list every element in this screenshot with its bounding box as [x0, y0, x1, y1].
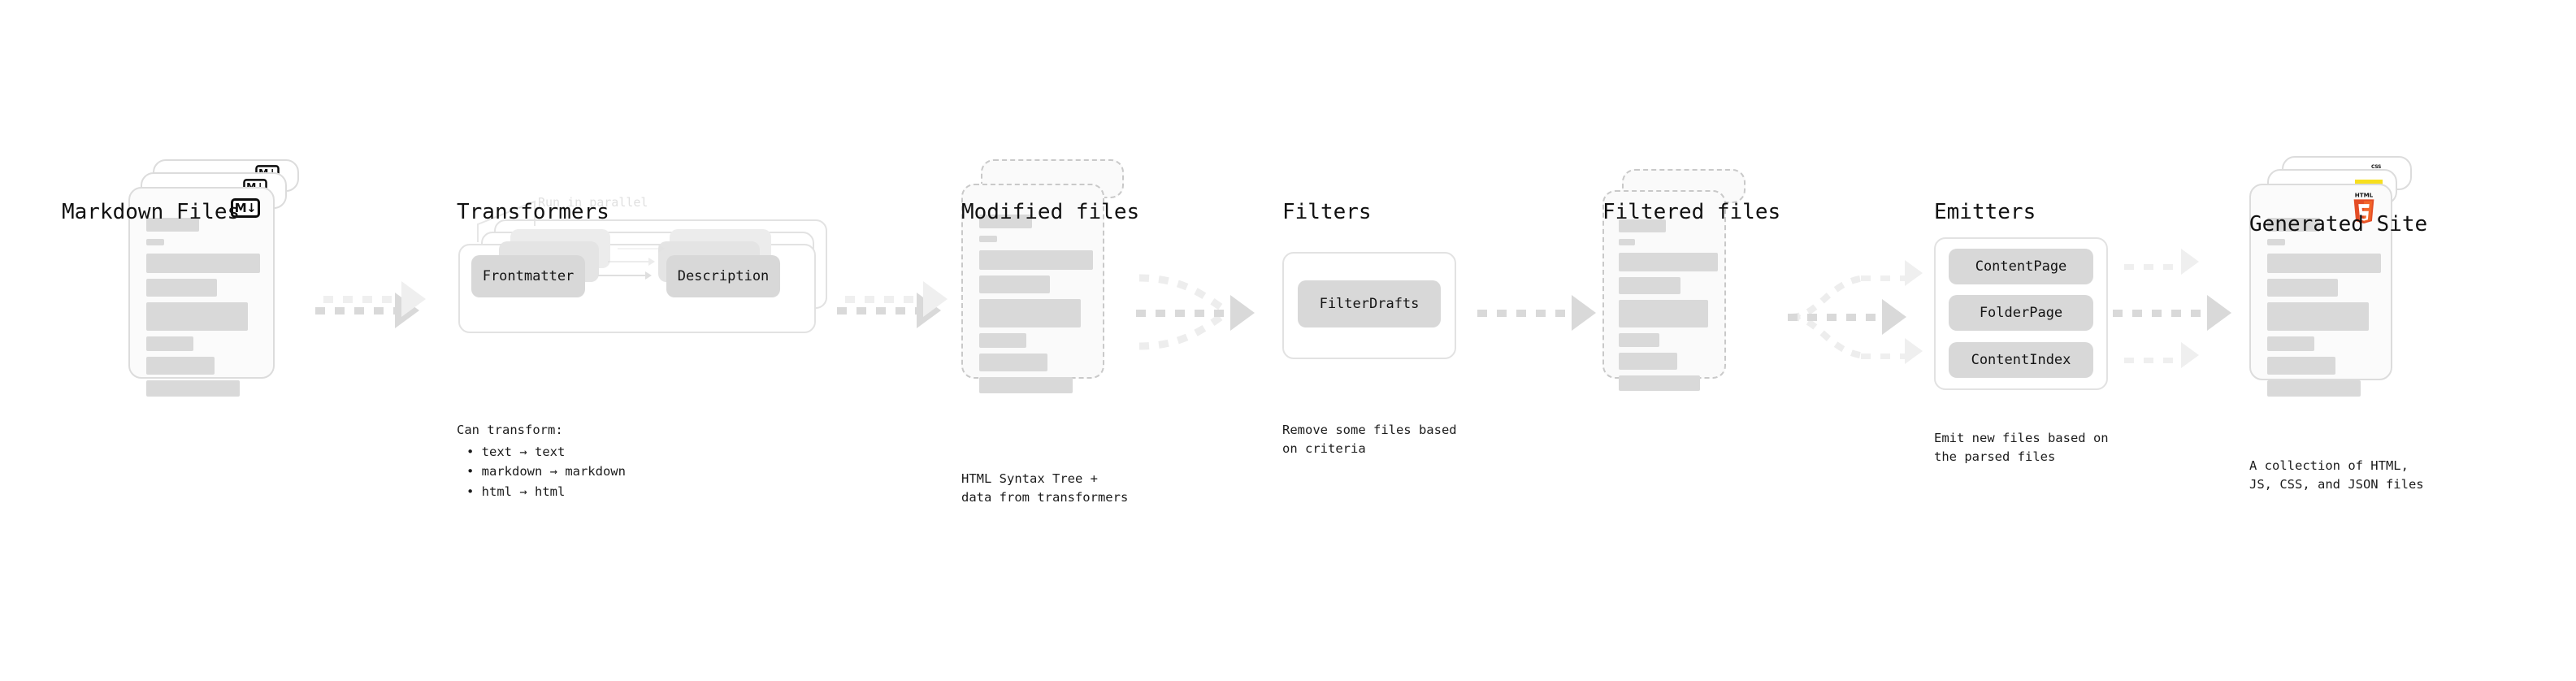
transformers-bullet-2: • html → html: [466, 484, 566, 499]
markdown-sheet-lines: [130, 189, 273, 397]
stage-label-filtered-files: Filtered files: [1602, 200, 1781, 224]
stage-label-transformers: Transformers: [457, 200, 609, 224]
markdown-badge-front: M↓: [231, 198, 260, 218]
stage-label-generated-site: Generated Site: [2249, 212, 2428, 236]
emitters-caption: Emit new files based on the parsed files: [1934, 431, 2109, 465]
markdown-files-stack: M↓ M↓ M↓: [128, 159, 299, 397]
arrow-modified-to-filters-converge: [1138, 274, 1229, 350]
transformer-pill-description[interactable]: Description: [666, 255, 780, 297]
run-in-parallel-bracket: [477, 200, 536, 242]
filtered-sheet-lines: [1604, 192, 1724, 391]
stage-label-emitters: Emitters: [1934, 200, 2036, 224]
emitter-pill-contentindex[interactable]: ContentIndex: [1949, 342, 2093, 378]
stage-label-modified-files: Modified files: [961, 200, 1140, 224]
filters-caption: Remove some files based on criteria: [1282, 423, 1457, 457]
generated-site-caption: A collection of HTML, JS, CSS, and JSON …: [2249, 458, 2424, 492]
generated-sheet-lines: [2251, 185, 2391, 397]
stage-label-filters: Filters: [1282, 200, 1372, 224]
modified-sheet-front: [961, 184, 1104, 393]
emitter-pill-folderpage[interactable]: FolderPage: [1949, 295, 2093, 331]
filter-pill-filterdrafts[interactable]: FilterDrafts: [1298, 280, 1441, 327]
transformer-pill-frontmatter[interactable]: Frontmatter: [471, 255, 585, 297]
transformers-bullet-0: • text → text: [466, 445, 566, 459]
modified-files-caption: HTML Syntax Tree + data from transformer…: [961, 471, 1129, 505]
transformers-bullets: • text → text • markdown → markdown • ht…: [457, 442, 626, 501]
svg-text:HTML: HTML: [2355, 192, 2374, 199]
transformers-caption-intro: Can transform:: [457, 423, 563, 437]
stage-label-markdown-files: Markdown Files: [62, 200, 241, 224]
css-badge-label: CSS: [2371, 164, 2381, 170]
generated-sheet-html: HTML: [2249, 184, 2392, 397]
transformers-bullet-1: • markdown → markdown: [466, 464, 626, 479]
html5-icon: HTML: [2353, 192, 2374, 223]
modified-sheet-lines: [963, 185, 1103, 393]
modified-files-stack: [961, 159, 1132, 393]
emitter-pill-contentpage[interactable]: ContentPage: [1949, 249, 2093, 284]
filtered-files-stack: [1602, 169, 1773, 391]
markdown-sheet-front: M↓: [128, 187, 275, 397]
generated-site-stack: CSS HTML: [2249, 156, 2436, 397]
run-in-parallel-label: Run in parallel: [538, 195, 648, 210]
filtered-sheet-front: [1602, 190, 1726, 391]
